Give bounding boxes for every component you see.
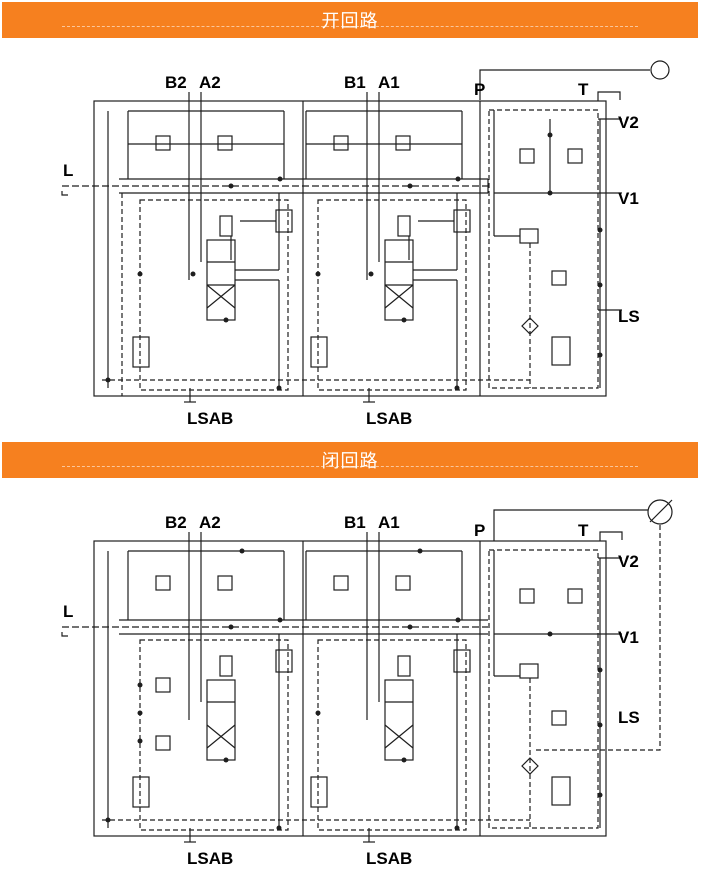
port-a1-label: A1 xyxy=(378,73,400,92)
port-t-label: T xyxy=(578,80,589,99)
closed-circuit-banner: 闭回路 xyxy=(2,442,698,478)
port-l-label: L xyxy=(63,161,73,180)
working-section-1 xyxy=(305,532,471,831)
banner-stripe xyxy=(62,26,638,27)
working-section-2 xyxy=(107,532,293,831)
open-circuit-title: 开回路 xyxy=(321,11,379,32)
port-a2-label: A2 xyxy=(199,73,221,92)
inlet-section xyxy=(493,110,601,388)
variable-pump-symbol xyxy=(647,499,673,525)
port-a1-label: A1 xyxy=(378,513,400,532)
port-lsab-left-label: LSAB xyxy=(187,409,233,428)
closed-circuit-title: 闭回路 xyxy=(321,451,379,472)
port-a2-label: A2 xyxy=(199,513,221,532)
port-v2-label: V2 xyxy=(618,552,639,571)
port-l-label: L xyxy=(63,602,73,621)
working-section-1 xyxy=(305,92,471,391)
port-b2-label: B2 xyxy=(165,73,187,92)
port-b1-label: B1 xyxy=(344,73,366,92)
port-b2-label: B2 xyxy=(165,513,187,532)
port-v1-label: V1 xyxy=(618,189,639,208)
port-v1-label: V1 xyxy=(618,628,639,647)
port-t-label: T xyxy=(578,521,589,540)
valve-block-frame xyxy=(93,540,607,837)
banner-stripe xyxy=(62,466,638,467)
valve-block-frame xyxy=(93,100,607,397)
port-ls-label: LS xyxy=(618,307,640,326)
port-p-label: P xyxy=(474,521,485,540)
port-lsab-right-label: LSAB xyxy=(366,409,412,428)
pump-symbol xyxy=(650,60,670,80)
port-v2-label: V2 xyxy=(618,113,639,132)
inlet-section xyxy=(493,550,601,828)
port-b1-label: B1 xyxy=(344,513,366,532)
port-lsab-left-label: LSAB xyxy=(187,849,233,868)
port-p-label: P xyxy=(474,80,485,99)
working-section-2 xyxy=(107,92,293,396)
closed-circuit-schematic: B2 A2 B1 A1 P T V2 V1 LS L LSAB LSAB xyxy=(61,499,673,868)
open-circuit-schematic: B2 A2 B1 A1 P T V2 V1 LS L LSAB LSAB xyxy=(61,60,670,428)
open-circuit-banner: 开回路 xyxy=(2,2,698,38)
port-lsab-right-label: LSAB xyxy=(366,849,412,868)
port-ls-label: LS xyxy=(618,708,640,727)
